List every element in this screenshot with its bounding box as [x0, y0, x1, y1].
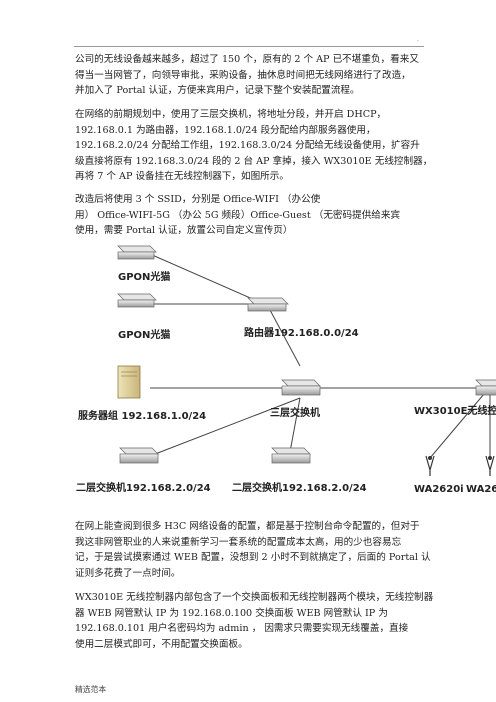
access-point-2-label: WA2620 — [466, 484, 496, 495]
l3-switch-label: 三层交换机 — [270, 406, 320, 419]
router: 路由器192.168.0.0/24 — [244, 297, 359, 339]
text-line: 在网上能查阅到很多 H3C 网络设备的配置，都是基于控制台命令配置的，但对于 — [75, 521, 420, 532]
antenna-icon — [485, 455, 495, 476]
paragraph-controller: WX3010E 无线控制器内部包含了一个交换面板和无线控制器两个模块，无线控制器… — [75, 590, 434, 652]
antenna-icon — [425, 455, 435, 476]
text-line: 使用二层模式即可，不用配置交换面板。 — [75, 638, 248, 650]
gpon-modem-1: GPON光猫 — [117, 245, 170, 283]
device-top-icon — [475, 379, 496, 387]
router-label: 路由器192.168.0.0/24 — [244, 326, 359, 339]
text-line: 记，于是尝试摸索通过 WEB 配置，没想到 2 小时不到就搞定了，后面的 Por… — [75, 552, 431, 563]
device-top-icon — [119, 447, 159, 455]
server-group: 服务器组 192.168.1.0/24 — [78, 365, 206, 422]
network-diagram: GPON光猫 GPON光猫 路由器192.168.0.0/24 服务器组 192… — [76, 245, 496, 495]
paragraph-web-config: 在网上能查阅到很多 H3C 网络设备的配置，都是基于控制台命令配置的，但对于 我… — [75, 519, 431, 581]
device-top-icon — [117, 293, 157, 301]
text-line: 我这非网管职业的人来说重新学习一套系统的配置成本太高，用的少也容易忘 — [75, 536, 402, 548]
gpon-modem-2: GPON光猫 — [117, 293, 170, 341]
switch-icon — [271, 453, 311, 464]
text-line: 改造后将使用 3 个 SSID，分别是 Office-WIFI （办公使 — [75, 194, 321, 205]
device-top-icon — [247, 297, 289, 305]
paragraph-intro: 公司的无线设备越来越多，超过了 150 个，原有的 2 个 AP 已不堪重负，看… — [75, 52, 425, 99]
server-icon — [117, 365, 141, 399]
text-line: 级直接将原有 192.168.3.0/24 段的 2 台 AP 拿掉，接入 WX… — [75, 155, 433, 167]
gpon-modem-2-label: GPON光猫 — [118, 328, 170, 341]
l2-switch-b-label: 二层交换机192.168.2.0/24 — [232, 481, 367, 494]
text-line: 192.168.0.1 为路由器，192.168.1.0/24 段分配给内部服务… — [75, 124, 376, 136]
text-line: 并加入了 Portal 认证，方便来宾用户，记录下整个安装配置流程。 — [75, 85, 360, 96]
l2-switch-b: 二层交换机192.168.2.0/24 — [232, 447, 367, 494]
text-line: 得当一当网管了，向领导审批，采购设备，抽休息时间把无线网络进行了改造， — [75, 69, 411, 81]
access-point-2: WA2620 — [466, 455, 496, 495]
text-line: 用） Office-WIFI-5G （办公 5G 频段）Office-Guest… — [75, 209, 401, 221]
text-line: 公司的无线设备越来越多，超过了 150 个，原有的 2 个 AP 已不堪重负，看… — [75, 54, 419, 65]
controller-icon — [475, 385, 496, 396]
text-line: 在网络的前期规划中，使用了三层交换机，将地址分段，并开启 DHCP， — [75, 109, 387, 120]
text-line: 器 WEB 网管默认 IP 为 192.168.0.100 交换面板 WEB 网… — [75, 607, 388, 619]
text-line: 证则多花费了一点时间。 — [75, 567, 181, 579]
server-group-label: 服务器组 192.168.1.0/24 — [78, 409, 206, 422]
connection-lines — [149, 253, 491, 459]
switch-icon — [281, 385, 321, 396]
device-top-icon — [271, 447, 311, 455]
footer-text: 精选范本 — [75, 685, 107, 694]
l3-switch: 三层交换机 — [270, 379, 321, 419]
access-point-1-label: WA2620i — [414, 484, 464, 495]
text-line: 再将 7 个 AP 设备挂在无线控制器下，如图所示。 — [75, 171, 289, 182]
text-line: WX3010E 无线控制器内部包含了一个交换面板和无线控制器两个模块，无线控制器 — [75, 592, 434, 603]
device-top-icon — [281, 379, 321, 387]
text-line: 192.168.2.0/24 分配给工作组，192.168.3.0/24 分配给… — [75, 140, 420, 151]
header-rule — [74, 46, 424, 47]
paragraph-planning: 在网络的前期规划中，使用了三层交换机，将地址分段，并开启 DHCP， 192.1… — [75, 107, 433, 185]
l2-switch-a: 二层交换机192.168.2.0/24 — [76, 447, 211, 494]
paragraph-ssid: 改造后将使用 3 个 SSID，分别是 Office-WIFI （办公使 用） … — [75, 192, 425, 239]
switch-icon — [119, 453, 159, 464]
text-line: 使用，需要 Portal 认证，放置公司自定义宣传页） — [75, 225, 293, 236]
modem-icon — [117, 251, 155, 260]
l2-switch-a-label: 二层交换机192.168.2.0/24 — [76, 481, 211, 494]
router-icon — [247, 303, 287, 312]
modem-icon — [117, 299, 155, 308]
gpon-modem-1-label: GPON光猫 — [118, 270, 170, 283]
header-corner-mark: . — [417, 36, 419, 43]
text-line: 192.168.0.101 用户名密码均为 admin ， 因需求只需要实现无线… — [75, 623, 409, 634]
device-top-icon — [117, 245, 157, 253]
access-point-1: WA2620i — [414, 455, 464, 495]
